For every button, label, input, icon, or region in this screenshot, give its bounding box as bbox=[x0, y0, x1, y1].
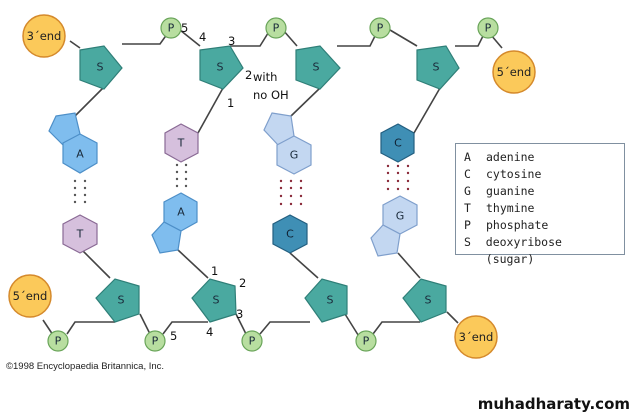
svg-text:P: P bbox=[168, 22, 175, 35]
svg-text:S: S bbox=[433, 61, 440, 74]
top-phosphate-2: P bbox=[265, 17, 287, 39]
bottom-phosphate-1: P bbox=[47, 330, 69, 352]
svg-text:S: S bbox=[97, 61, 104, 74]
svg-text:A: A bbox=[177, 206, 185, 219]
legend-label: thymine bbox=[486, 201, 535, 215]
carbon-1-label: 1 bbox=[227, 96, 234, 110]
svg-text:P: P bbox=[249, 335, 256, 348]
svg-text:S: S bbox=[327, 294, 334, 307]
bottom-left-5-prime-end: 5´end bbox=[8, 274, 52, 318]
legend-label: deoxyribose (sugar) bbox=[485, 235, 562, 266]
carbon-5-label: 5 bbox=[181, 21, 188, 35]
legend-key: S bbox=[464, 235, 471, 249]
watermark: muhadharaty.com bbox=[477, 395, 630, 413]
svg-text:S: S bbox=[213, 294, 220, 307]
bottom-sugar-1: S bbox=[95, 278, 140, 323]
svg-text:C: C bbox=[394, 137, 402, 150]
svg-text:S: S bbox=[118, 294, 125, 307]
top-left-3-prime-end: 3´end bbox=[22, 14, 66, 58]
carbon-5-label: 5 bbox=[170, 329, 177, 343]
top-sugar-3: S bbox=[295, 45, 341, 90]
top-sugar-2: S bbox=[199, 45, 244, 90]
bottom-phosphate-4: P bbox=[355, 330, 377, 352]
bottom-base-guanine: G bbox=[370, 195, 418, 257]
svg-text:3´end: 3´end bbox=[27, 29, 62, 43]
svg-text:5´end: 5´end bbox=[497, 65, 532, 79]
legend-label: adenine bbox=[486, 150, 535, 164]
legend-key: G bbox=[464, 184, 471, 198]
annotation-with: with bbox=[253, 70, 277, 84]
bottom-carbon-numbers: 1 2 3 4 5 bbox=[170, 264, 246, 343]
top-base-cytosine: C bbox=[380, 123, 415, 163]
carbon-3-label: 3 bbox=[228, 34, 235, 48]
carbon-2-label: 2 bbox=[239, 276, 246, 290]
top-phosphate-3: P bbox=[369, 17, 391, 39]
bottom-phosphate-3: P bbox=[241, 330, 263, 352]
legend-key: A bbox=[464, 150, 471, 164]
bottom-right-3-prime-end: 3´end bbox=[454, 315, 498, 359]
carbon-2-label: 2 bbox=[245, 68, 252, 82]
bottom-sugar-2: S bbox=[191, 278, 237, 323]
top-backbone bbox=[69, 29, 503, 134]
svg-text:S: S bbox=[217, 61, 224, 74]
bottom-sugar-4: S bbox=[402, 278, 447, 323]
svg-text:P: P bbox=[152, 335, 159, 348]
copyright-notice: ©1998 Encyclopaedia Britannica, Inc. bbox=[6, 361, 165, 372]
svg-text:T: T bbox=[177, 137, 185, 150]
svg-text:S: S bbox=[313, 61, 320, 74]
carbon-1-label: 1 bbox=[211, 264, 218, 278]
svg-text:C: C bbox=[286, 228, 294, 241]
bottom-base-thymine: T bbox=[62, 214, 98, 254]
svg-text:G: G bbox=[290, 149, 299, 162]
bottom-base-adenine: A bbox=[151, 192, 198, 254]
svg-text:S: S bbox=[425, 294, 432, 307]
carbon-4-label: 4 bbox=[206, 325, 213, 339]
hydrogen-bonds-a-t-1 bbox=[73, 179, 87, 204]
svg-text:P: P bbox=[485, 22, 492, 35]
top-phosphate-4: P bbox=[477, 17, 499, 39]
svg-text:T: T bbox=[76, 228, 84, 241]
bottom-phosphate-2: P bbox=[144, 330, 166, 352]
svg-text:5´end: 5´end bbox=[13, 289, 48, 303]
carbon-3-label: 3 bbox=[236, 307, 243, 321]
hydrogen-bonds-g-c-3 bbox=[279, 179, 303, 206]
carbon-4-label: 4 bbox=[199, 30, 206, 44]
hydrogen-bonds-t-a-2 bbox=[175, 163, 188, 188]
top-base-adenine: A bbox=[48, 112, 98, 174]
legend-label: phosphate bbox=[486, 218, 549, 232]
legend-label: guanine bbox=[486, 184, 535, 198]
bottom-sugar-3: S bbox=[304, 278, 348, 323]
legend-key: C bbox=[464, 167, 471, 181]
top-right-5-prime-end: 5´end bbox=[492, 50, 536, 94]
legend-key: T bbox=[464, 201, 471, 215]
svg-text:P: P bbox=[363, 335, 370, 348]
svg-text:P: P bbox=[377, 22, 384, 35]
svg-text:P: P bbox=[273, 22, 280, 35]
top-carbon-numbers: 5 4 3 2 1 with no OH bbox=[181, 21, 289, 110]
top-phosphate-1: P bbox=[160, 17, 182, 39]
svg-text:3´end: 3´end bbox=[459, 330, 494, 344]
top-base-thymine: T bbox=[164, 123, 199, 163]
svg-text:G: G bbox=[396, 210, 405, 223]
svg-text:P: P bbox=[55, 335, 62, 348]
annotation-no-oh: no OH bbox=[253, 88, 289, 102]
svg-text:A: A bbox=[76, 148, 84, 161]
top-base-guanine: G bbox=[263, 112, 312, 175]
bottom-base-cytosine: C bbox=[272, 214, 308, 254]
legend-label: cytosine bbox=[486, 167, 542, 181]
top-sugar-1: S bbox=[79, 45, 123, 90]
hydrogen-bonds-c-g-4 bbox=[386, 164, 410, 191]
legend-key: P bbox=[464, 218, 471, 232]
top-sugar-4: S bbox=[416, 45, 460, 90]
